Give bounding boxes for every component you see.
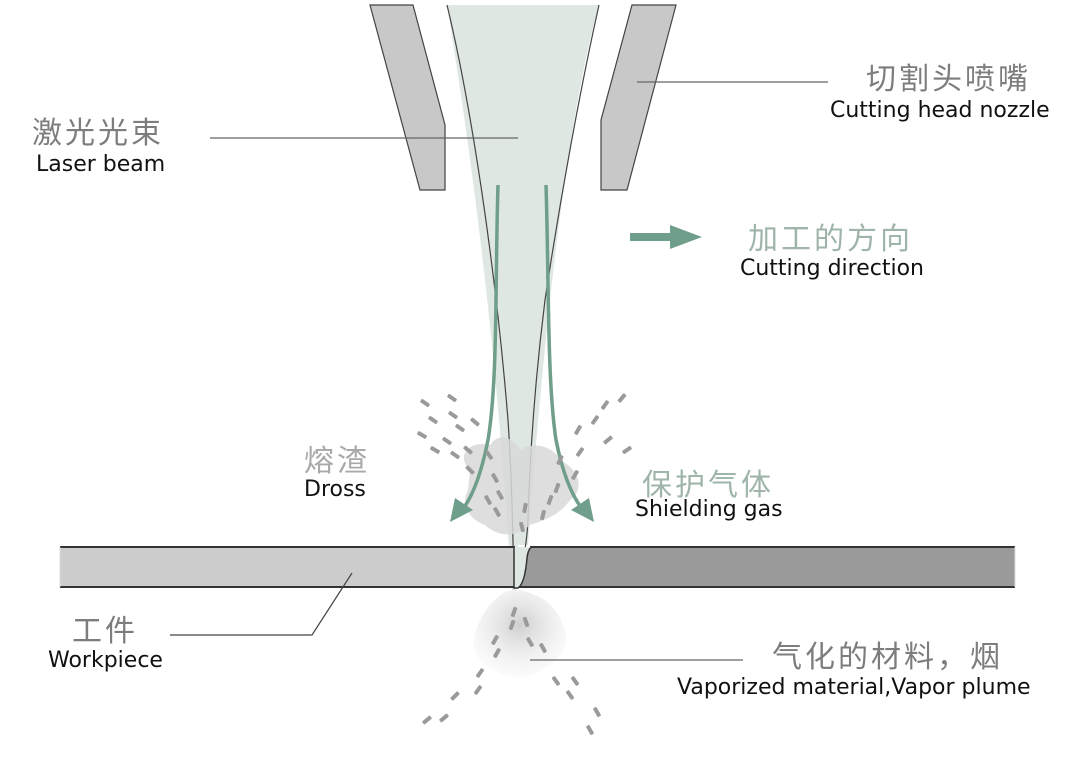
laser-beam [447,5,599,590]
nozzle-right-wall [600,4,677,191]
spray-particle [450,691,460,701]
spray-particle [556,454,564,466]
spray-particle [473,685,483,695]
spray-particle [484,495,492,505]
laser-beam-edge-right [514,4,600,589]
workpiece-right [516,547,1015,587]
spray-particle [450,450,460,460]
label-direction-en: Cutting direction [740,256,924,281]
spray-particle [603,435,613,445]
spray-particle [493,507,501,517]
spray-particle [518,521,526,533]
spray-particle [447,393,457,403]
label-workpiece-zh: 工件 [72,614,138,649]
label-shielding-gas-en: Shielding gas [635,497,783,522]
spray-particle [539,509,547,521]
spray-particle [493,648,501,658]
spray-particle [491,635,499,645]
spray-particle [571,470,579,480]
spray-particle [491,473,499,483]
workpiece-left [60,547,515,587]
dross-plume [463,437,579,535]
spray-particle [600,400,610,410]
spray-particle [465,465,475,475]
spray-particle [617,393,627,403]
spray-particle [553,482,561,494]
spray-particle [522,502,528,514]
kerf [513,546,534,589]
spray-particle [508,619,516,631]
spray-particle [475,668,485,678]
label-dross-en: Dross [304,477,366,502]
spray-particle [586,725,594,735]
particles [417,393,632,735]
spray-particle [484,450,494,460]
spray-particle [417,431,427,439]
spray-particle [430,446,440,454]
label-shielding-gas-zh: 保护气体 [642,468,774,503]
spray-particle [510,606,518,618]
label-dross-zh: 熔渣 [304,444,370,479]
spray-particle [463,445,473,455]
label-laser-beam-en: Laser beam [36,152,166,177]
spray-particle [546,494,554,506]
spray-particle [522,616,530,628]
label-vapor-zh: 气化的材料，烟 [772,640,1003,675]
spray-particle [470,417,480,427]
spray-particle [422,715,432,725]
spray-particle [551,676,561,686]
spray-particle [420,398,430,408]
label-vapor-en: Vaporized material,Vapor plume [677,675,1031,700]
spray-particle [565,690,575,700]
spray-particle [574,425,582,435]
label-nozzle-zh: 切割头喷嘴 [866,62,1031,97]
vapor-plume [473,589,567,678]
spray-particle [442,436,452,446]
label-workpiece-en: Workpiece [48,648,163,673]
spray-particle [622,445,632,455]
spray-particle [496,490,504,500]
nozzle-left-wall [369,4,446,191]
label-nozzle-en: Cutting head nozzle [830,98,1050,123]
spray-particle [575,447,585,457]
shielding-gas-arrow-right [544,184,594,522]
shielding-gas-arrow-left [450,184,500,522]
spray-particle [539,643,547,653]
label-direction-zh: 加工的方向 [748,222,913,257]
spray-particle [570,676,580,686]
spray-particle [448,410,458,420]
spray-particle [593,707,601,717]
spray-particle [590,415,600,425]
label-laser-beam-zh: 激光光束 [32,116,164,151]
spray-particle [428,415,438,425]
cutting-direction-arrow [630,225,702,249]
spray-particle [526,637,534,647]
spray-particle [455,423,465,433]
spray-particle [439,713,449,723]
leader-line-workpiece [170,572,353,636]
